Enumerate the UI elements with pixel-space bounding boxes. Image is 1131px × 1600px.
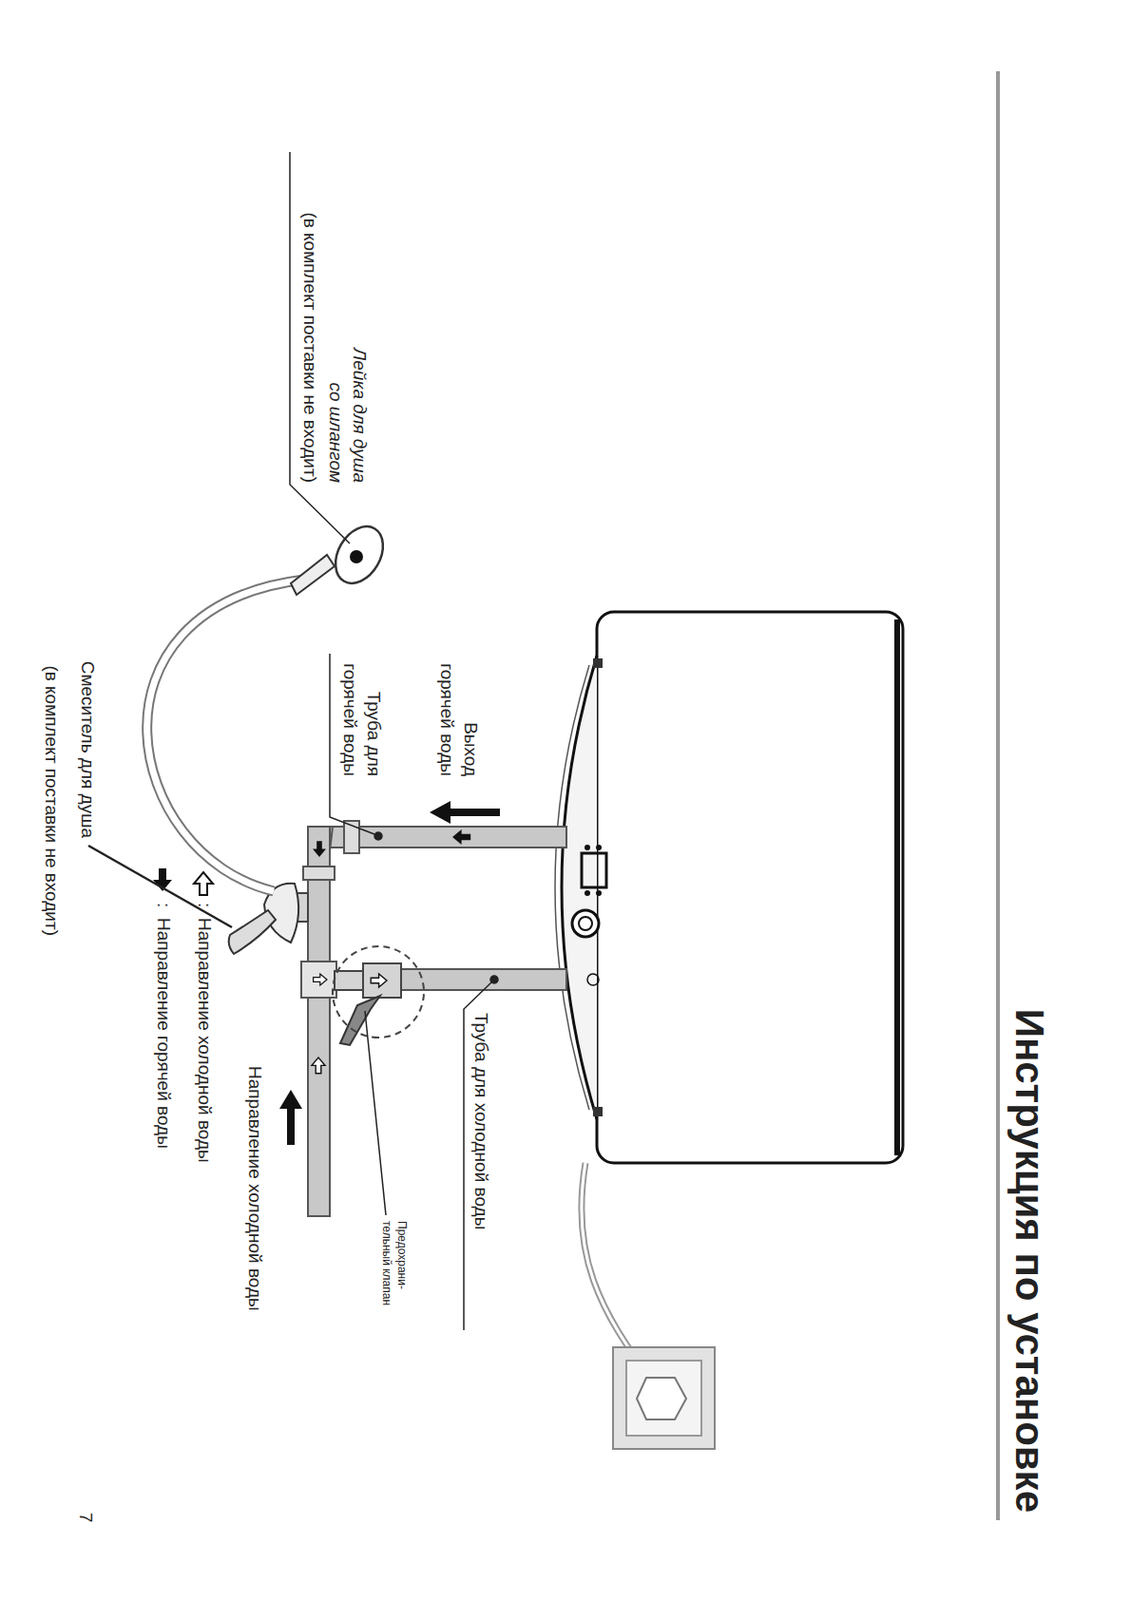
legend-colon: :: [151, 902, 175, 908]
legend-text: Направление горячей воды: [151, 918, 175, 1150]
leader-lines: [88, 152, 499, 1331]
wall-socket: [613, 1347, 715, 1450]
page-title: Инструкция по установке: [1002, 1009, 1055, 1514]
part-label: Смеситель для душа: [75, 661, 99, 839]
shower-hose: [147, 579, 305, 892]
flow-arrows: [279, 801, 500, 1146]
note-label: (в комплект поставки не входит): [297, 211, 322, 483]
page-number: 7: [73, 1513, 97, 1524]
shower-head: [290, 517, 393, 595]
legend-text: Направление холодной воды: [191, 918, 216, 1164]
part-label: Труба для холодной воды: [468, 1013, 493, 1230]
legend-samples: [153, 868, 213, 896]
legend-colon: :: [191, 902, 216, 908]
header-rule: [996, 71, 1000, 1521]
pipes: [301, 821, 567, 1217]
part-label: Труба для горячей воды: [338, 633, 385, 777]
note-label: (в комплект поставки не входит): [38, 665, 63, 937]
water-heater: [555, 612, 903, 1164]
flow-label: Направление холодной воды: [242, 1066, 267, 1312]
safety-valve: [332, 946, 424, 1046]
part-label: Предохрани- тельный клапан: [379, 1221, 409, 1317]
part-label: Выход горячей воды: [435, 633, 482, 777]
part-label: Лейка для душа со шлангом: [324, 321, 371, 483]
